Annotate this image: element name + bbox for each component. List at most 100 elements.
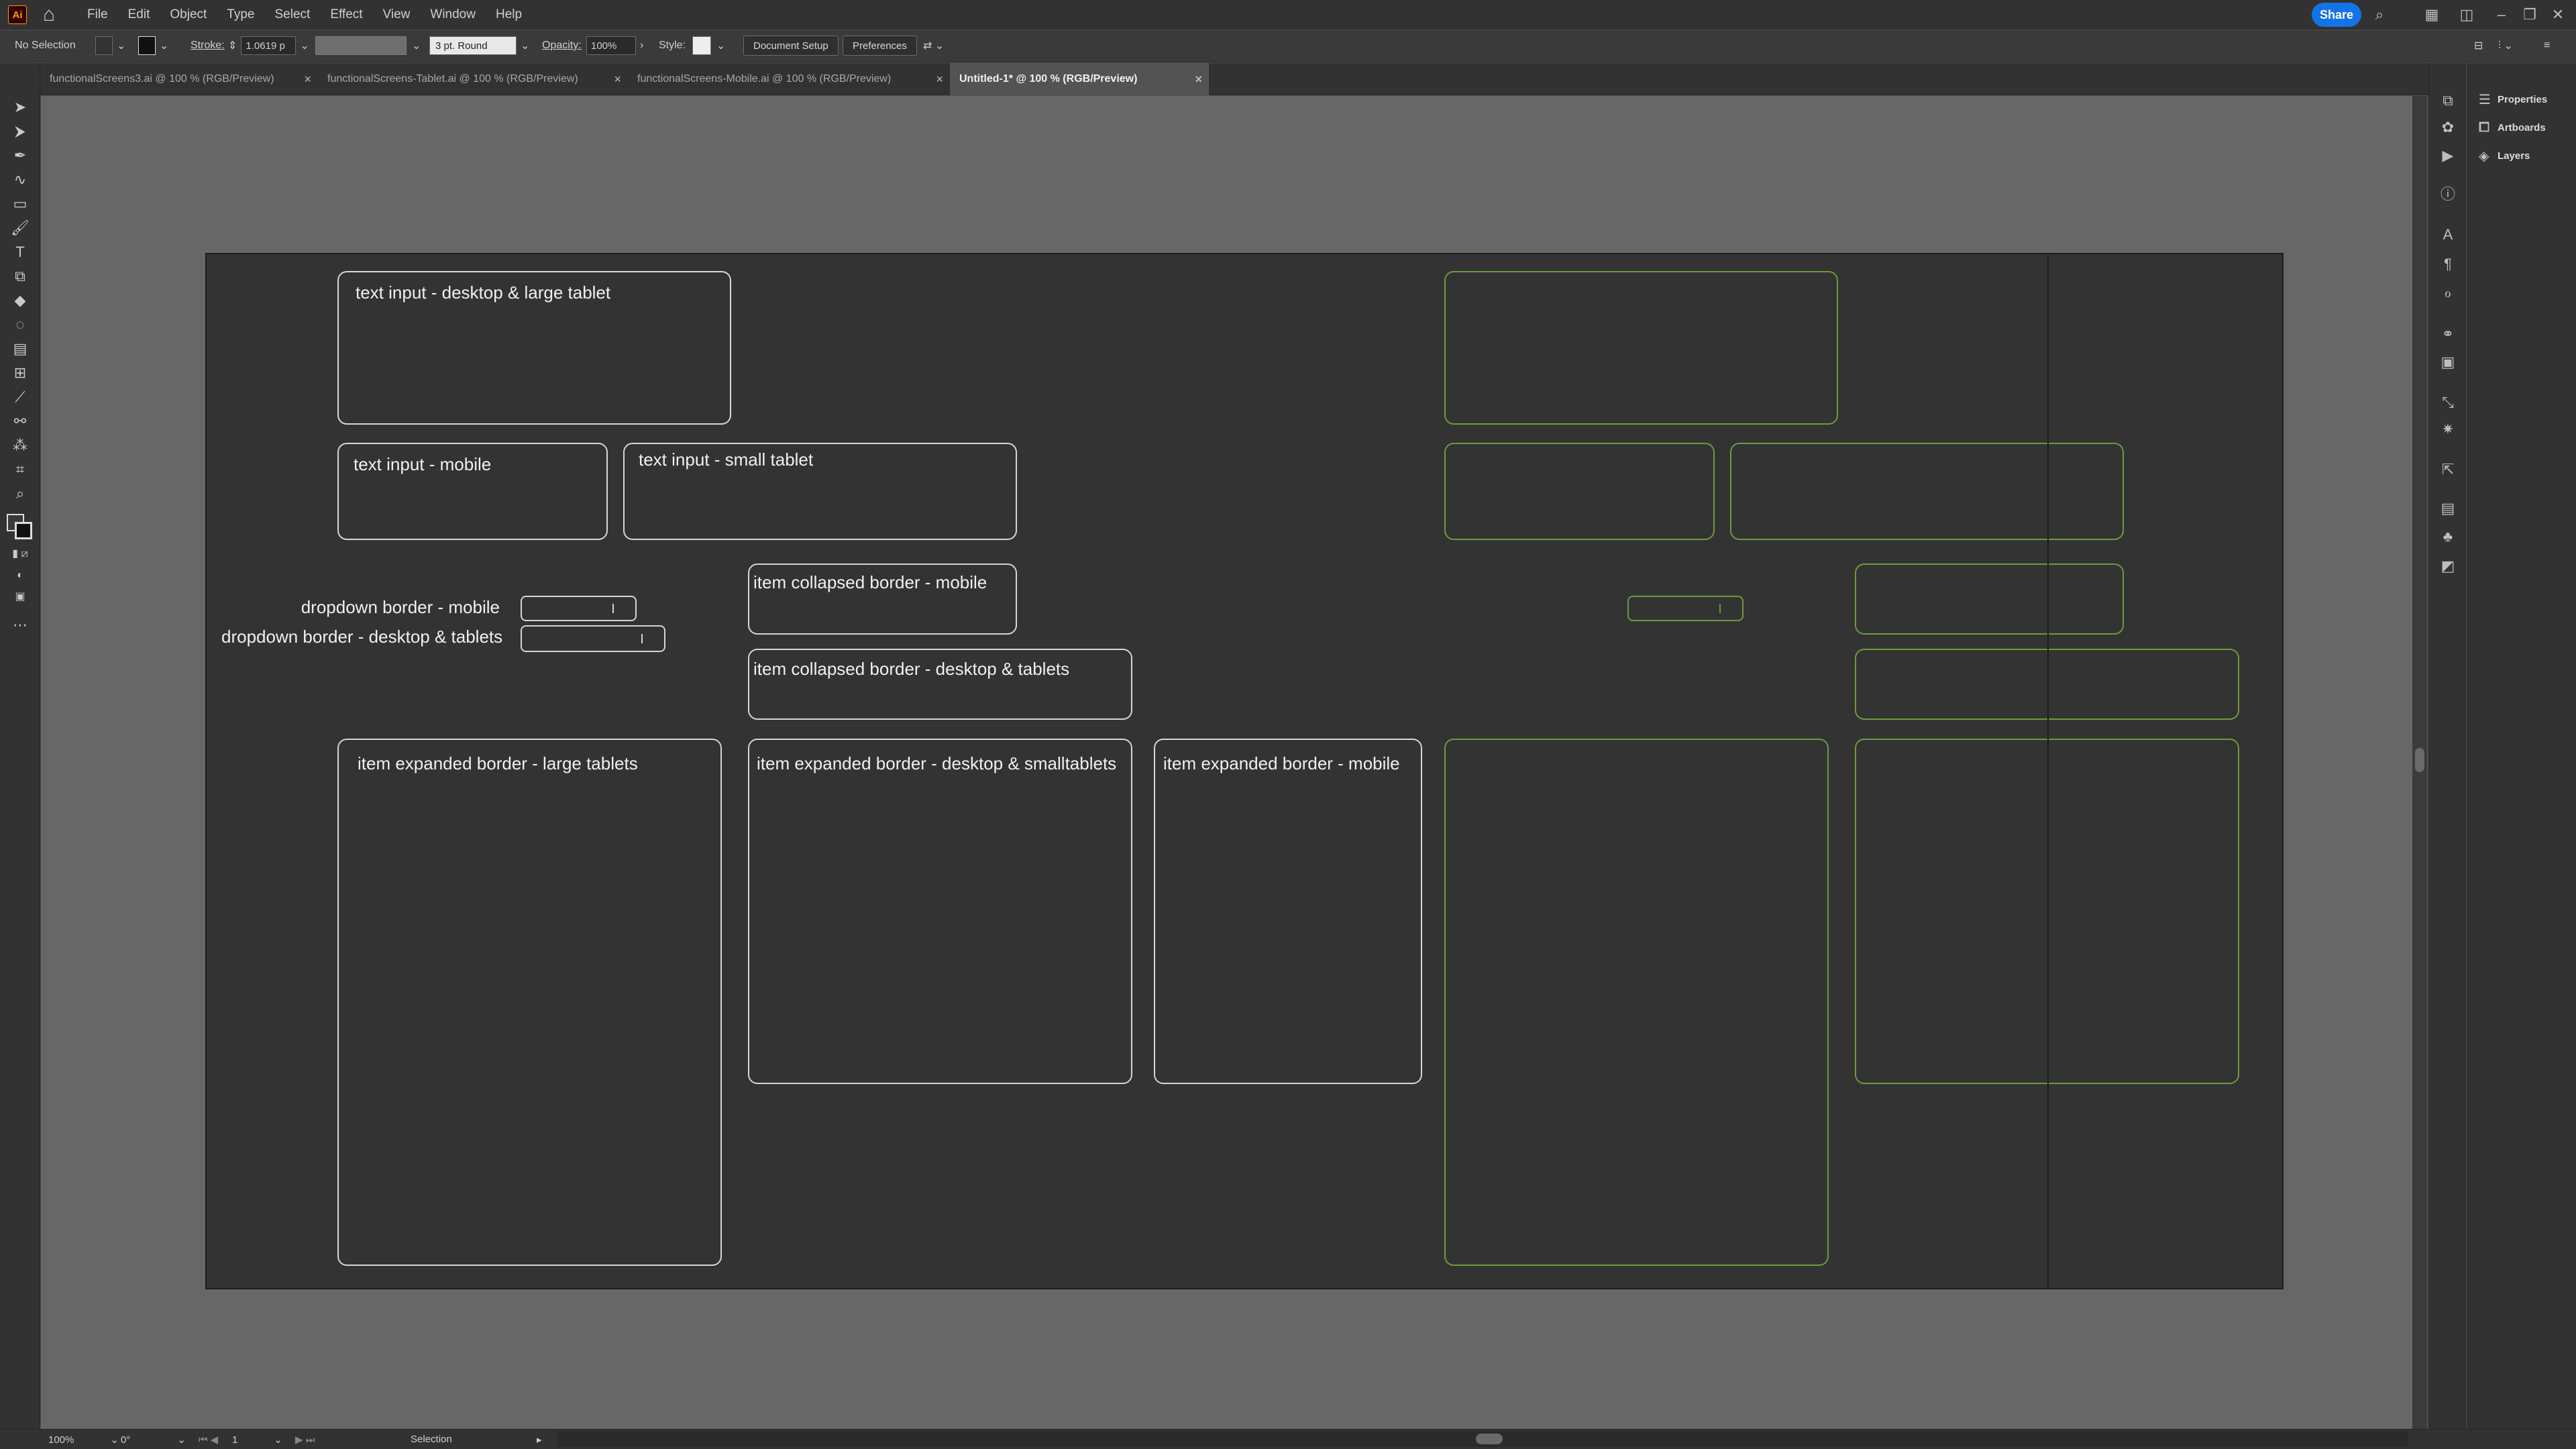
rotation-select[interactable]: 0°⌄	[121, 1434, 186, 1446]
stroke-color-swatch[interactable]	[15, 522, 32, 539]
properties-panel-tab[interactable]: ☰Properties	[2479, 92, 2548, 107]
artboards-panel-tab[interactable]: ⧠Artboards	[2479, 119, 2546, 135]
arrange-icon[interactable]: ⇄ ⌄	[923, 40, 945, 52]
brush-definition[interactable]: 3 pt. Round⌄	[429, 36, 529, 56]
preferences-button[interactable]: Preferences	[843, 36, 917, 56]
close-tab-icon[interactable]: ×	[1195, 72, 1202, 86]
workspace-icon[interactable]: ◫	[2459, 6, 2474, 23]
tab-functionalscreens-mobile[interactable]: functionalScreens-Mobile.ai @ 100 % (RGB…	[628, 63, 950, 95]
text-input-desktop-border[interactable]	[337, 271, 731, 425]
first-artboard-icon[interactable]: ⏮ ◀	[199, 1434, 219, 1446]
color-mode-icon[interactable]: ▮ ⧄	[12, 548, 28, 559]
horizontal-scrollbar[interactable]	[557, 1431, 2408, 1447]
artboard[interactable]	[205, 253, 2284, 1289]
stroke-label[interactable]: Stroke:	[191, 40, 225, 51]
dropdown-desktop-label[interactable]: dropdown border - desktop & tablets	[221, 627, 503, 647]
rectangle-tool-icon[interactable]: ▭	[13, 195, 28, 212]
pen-tool-icon[interactable]: ✒	[13, 147, 27, 164]
fill-swatch[interactable]: ⌄	[95, 36, 125, 56]
restore-icon[interactable]: ❐	[2523, 6, 2536, 23]
color-icon[interactable]: ✿	[2441, 119, 2455, 136]
direct-selection-tool-icon[interactable]: ⮞	[15, 123, 25, 140]
expanded-mobile-label[interactable]: item expanded border - mobile	[1163, 753, 1400, 773]
libraries-icon[interactable]: ⧉	[2443, 92, 2453, 109]
close-icon[interactable]: ✕	[2551, 6, 2565, 23]
links-icon[interactable]: ⚭	[2441, 325, 2455, 342]
vertical-scroll-thumb[interactable]	[2415, 748, 2424, 772]
home-icon[interactable]: ⌂	[42, 3, 56, 25]
layers-panel-tab[interactable]: ◈Layers	[2479, 148, 2530, 164]
swatches-icon[interactable]: ▤	[2440, 500, 2455, 517]
graphic-styles-icon[interactable]: ◩	[2440, 557, 2455, 574]
tab-functionalscreens3[interactable]: functionalScreens3.ai @ 100 % (RGB/Previ…	[40, 63, 318, 95]
graphic-style-picker[interactable]: ⌄	[692, 36, 725, 56]
share-button[interactable]: Share	[2312, 3, 2361, 27]
menu-type[interactable]: Type	[227, 7, 255, 21]
text-input-small-tablet-border[interactable]	[623, 443, 1017, 540]
collapsed-desktop-label[interactable]: item collapsed border - desktop & tablet…	[753, 659, 1070, 679]
vertical-scrollbar[interactable]	[2412, 96, 2427, 1429]
draw-mode-icon[interactable]: ◐	[17, 570, 23, 581]
info-icon[interactable]: ⓘ	[2440, 186, 2455, 203]
symbol-sprayer-icon[interactable]: ⁂	[13, 437, 28, 453]
close-tab-icon[interactable]: ×	[936, 72, 943, 86]
last-artboard-icon[interactable]: ▶ ⏭	[295, 1434, 315, 1446]
export-icon[interactable]: ⇱	[2441, 461, 2455, 478]
stroke-swatch[interactable]: ⌄	[138, 36, 168, 56]
opacity-label[interactable]: Opacity:	[542, 40, 582, 51]
zoom-tool-icon[interactable]: ⌕	[15, 485, 25, 502]
search-icon[interactable]: ⌕	[2375, 6, 2384, 23]
status-menu-icon[interactable]: ▸	[537, 1434, 542, 1446]
menu-help[interactable]: Help	[495, 7, 523, 21]
vertical-guide[interactable]	[2047, 253, 2049, 1289]
expanded-desktop-border[interactable]	[748, 739, 1132, 1084]
align-icon[interactable]: ⫶ ⌄	[2498, 40, 2513, 52]
edit-toolbar-icon[interactable]: ⋯	[13, 616, 28, 633]
text-input-mobile-border[interactable]	[337, 443, 608, 540]
selection-tool-icon[interactable]: ➤	[13, 99, 27, 115]
character-icon[interactable]: A	[2443, 226, 2453, 243]
control-bar-menu-icon[interactable]: ≡	[2544, 40, 2551, 51]
dropdown-desktop-border[interactable]	[521, 625, 665, 652]
collapsed-mobile-copy[interactable]	[1855, 564, 2124, 635]
collapsed-desktop-border[interactable]	[748, 649, 1132, 720]
curvature-tool-icon[interactable]: ∿	[13, 171, 27, 188]
dropdown-mobile-label[interactable]: dropdown border - mobile	[301, 597, 500, 617]
blend-tool-icon[interactable]: ⚯	[13, 413, 27, 429]
minimize-icon[interactable]: –	[2497, 6, 2506, 23]
stroke-weight-field[interactable]: ⇕1.0619 p⌄	[228, 36, 309, 56]
expanded-large-tablets-label[interactable]: item expanded border - large tablets	[358, 753, 638, 773]
text-input-mobile-label[interactable]: text input - mobile	[354, 454, 492, 474]
type-tool-icon[interactable]: T	[15, 244, 25, 260]
text-input-desktop-label[interactable]: text input - desktop & large tablet	[356, 282, 611, 303]
arrange-documents-icon[interactable]: ▦	[2424, 6, 2439, 23]
dropdown-mobile-border[interactable]	[521, 596, 637, 621]
scale-tool-icon[interactable]: ⧉	[15, 268, 25, 284]
close-tab-icon[interactable]: ×	[304, 72, 311, 86]
paintbrush-tool-icon[interactable]: 🖌	[11, 219, 30, 236]
horizontal-scroll-thumb[interactable]	[1476, 1434, 1503, 1444]
artboard-tool-icon[interactable]: ⌗	[15, 461, 25, 478]
eraser-tool-icon[interactable]: ◆	[14, 292, 26, 309]
transform-icon[interactable]: ⤡	[2442, 394, 2454, 411]
tab-untitled-1[interactable]: Untitled-1* @ 100 % (RGB/Preview)×	[950, 63, 1209, 95]
screen-mode-icon[interactable]: ▣	[15, 591, 25, 602]
close-tab-icon[interactable]: ×	[614, 72, 621, 86]
expanded-desktop-label[interactable]: item expanded border - desktop & smallta…	[757, 753, 1117, 773]
menu-select[interactable]: Select	[274, 7, 311, 21]
collapsed-mobile-border[interactable]	[748, 564, 1017, 635]
dropdown-copy[interactable]	[1627, 596, 1743, 621]
collapsed-mobile-label[interactable]: item collapsed border - mobile	[753, 572, 987, 592]
menu-edit[interactable]: Edit	[127, 7, 150, 21]
actions-icon[interactable]: ▶	[2442, 147, 2454, 164]
menu-window[interactable]: Window	[430, 7, 476, 21]
expanded-large-tablets-border[interactable]	[337, 739, 722, 1266]
document-setup-button[interactable]: Document Setup	[743, 36, 839, 56]
appearance-icon[interactable]: ✷	[2441, 421, 2455, 437]
expanded-mobile-border[interactable]	[1154, 739, 1422, 1084]
lasso-tool-icon[interactable]: ◌	[15, 316, 25, 333]
text-input-mobile-copy[interactable]	[1444, 443, 1715, 540]
tab-functionalscreens-tablet[interactable]: functionalScreens-Tablet.ai @ 100 % (RGB…	[318, 63, 628, 95]
text-input-small-tablet-label[interactable]: text input - small tablet	[639, 449, 814, 470]
opacity-field[interactable]: 100%›	[586, 36, 643, 56]
